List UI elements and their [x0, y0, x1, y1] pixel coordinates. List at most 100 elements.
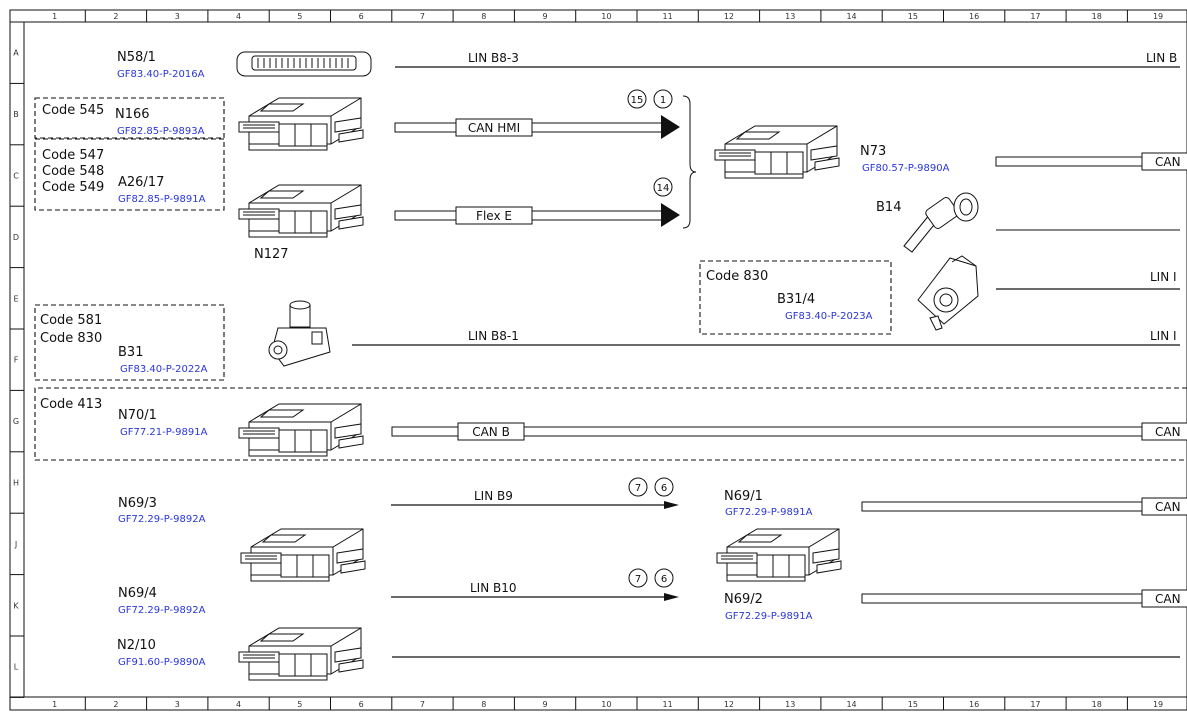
grid-frame — [9, 9, 1187, 711]
code-label: Code 581 — [40, 313, 102, 328]
grid-row-label: B — [13, 110, 19, 119]
bus-line-lin-b10 — [391, 593, 679, 601]
grid-column-label: 8 — [481, 12, 486, 21]
grid-column-label: 11 — [663, 700, 673, 709]
component-ref-link[interactable]: GF83.40-P-2022A — [120, 364, 208, 375]
code-label: Code 830 — [40, 331, 102, 346]
component-name: N69/3 — [118, 496, 157, 511]
bus-label: CAN — [1155, 592, 1181, 606]
component-ref-link[interactable]: GF77.21-P-9891A — [120, 427, 208, 438]
code-label: Code 545 — [42, 103, 104, 118]
component-name: N2/10 — [117, 638, 156, 653]
svg-text:15: 15 — [631, 95, 644, 106]
marker-6: 6 — [654, 568, 674, 588]
grid-row-label: L — [14, 663, 19, 672]
code-group-547-549 — [34, 138, 225, 211]
code-label: Code 547 — [42, 148, 104, 163]
component-name: N58/1 — [117, 50, 156, 65]
grid-column-label: 10 — [601, 12, 611, 21]
component-name: N73 — [860, 144, 886, 159]
bus-label: LIN I — [1150, 270, 1177, 284]
component-name: N70/1 — [118, 408, 157, 423]
grid-row-label: K — [13, 601, 19, 610]
bus-label: CAN — [1155, 500, 1181, 514]
grid-column-label: 1 — [52, 12, 57, 21]
grid-column-label: 3 — [175, 12, 180, 21]
grid-column-label: 5 — [297, 12, 302, 21]
bus-label: CAN — [1155, 425, 1181, 439]
bus-line-can-n73 — [995, 152, 1187, 171]
grid-column-label: 11 — [663, 12, 673, 21]
marker-6: 6 — [654, 477, 674, 497]
component-name: B31 — [118, 345, 143, 360]
component-ref-link[interactable]: GF72.29-P-9892A — [118, 605, 206, 616]
grid-column-label: 9 — [543, 700, 548, 709]
component-ref-link[interactable]: GF83.40-P-2016A — [117, 69, 205, 80]
svg-text:6: 6 — [661, 574, 667, 585]
grid-column-label: 8 — [481, 700, 486, 709]
grid-column-label: 6 — [359, 12, 364, 21]
code-label: Code 549 — [42, 180, 104, 195]
grid-column-label: 7 — [420, 700, 425, 709]
code-group-830-right — [699, 260, 892, 335]
component-name: N166 — [115, 107, 150, 122]
component-name: N127 — [254, 247, 289, 262]
component-name: B31/4 — [777, 292, 815, 307]
bus-line-flex-e — [394, 203, 680, 227]
bus-line-can-b — [391, 422, 1187, 441]
bus-label: LIN B9 — [474, 489, 513, 503]
svg-text:7: 7 — [635, 574, 641, 585]
grid-row-label: C — [13, 172, 19, 181]
grid-column-label: 4 — [236, 700, 241, 709]
component-ref-link[interactable]: GF91.60-P-9890A — [118, 657, 206, 668]
marker-7: 7 — [628, 568, 648, 588]
component-ref-link[interactable]: GF72.29-P-9892A — [118, 514, 206, 525]
component-name: B14 — [876, 200, 901, 215]
control-unit-n69-3-icon — [240, 528, 366, 582]
code-group-413 — [34, 387, 1187, 461]
component-ref-link[interactable]: GF72.29-P-9891A — [725, 507, 813, 518]
code-group-545 — [34, 97, 225, 139]
grid-column-label: 14 — [846, 12, 856, 21]
grid-column-markers: 1122334455667788991010111112121313141415… — [52, 10, 1163, 710]
control-unit-n70-1-icon — [238, 403, 364, 457]
code-label: Code 413 — [40, 397, 102, 412]
bus-line-lin-b9 — [391, 501, 679, 509]
grid-row-label: F — [14, 356, 19, 365]
bus-label: LIN B8-3 — [468, 51, 519, 65]
grid-column-label: 12 — [724, 700, 734, 709]
code-group-581-830 — [34, 304, 225, 381]
grid-column-label: 13 — [785, 700, 795, 709]
grid-column-label: 18 — [1092, 700, 1102, 709]
grid-row-label: E — [13, 294, 18, 303]
marker-14: 14 — [653, 177, 673, 197]
svg-text:6: 6 — [661, 483, 667, 494]
bus-label: LIN B10 — [470, 581, 517, 595]
bus-line-can-n69-2 — [861, 589, 1187, 608]
component-ref-link[interactable]: GF80.57-P-9890A — [862, 163, 950, 174]
svg-text:14: 14 — [657, 183, 670, 194]
grid-column-label: 3 — [175, 700, 180, 709]
control-unit-n73-icon — [714, 125, 840, 179]
component-ref-link[interactable]: GF83.40-P-2023A — [785, 311, 873, 322]
grid-column-label: 1 — [52, 700, 57, 709]
component-ref-link[interactable]: GF82.85-P-9891A — [118, 194, 206, 205]
bus-label: LIN B8-1 — [468, 329, 519, 343]
grid-column-label: 12 — [724, 12, 734, 21]
code-label: Code 548 — [42, 164, 104, 179]
bus-label: CAN — [1155, 155, 1181, 169]
grid-column-label: 2 — [113, 12, 118, 21]
bus-line-can-hmi — [394, 115, 680, 139]
grid-row-label: J — [14, 540, 17, 549]
marker-15: 15 — [627, 89, 647, 109]
merge-bracket — [682, 95, 697, 229]
bus-line-can-n69-1 — [861, 497, 1187, 516]
grid-column-label: 14 — [846, 700, 856, 709]
component-ref-link[interactable]: GF82.85-P-9893A — [117, 126, 205, 137]
grid-column-label: 13 — [785, 12, 795, 21]
grid-row-label: D — [13, 233, 19, 242]
component-ref-link[interactable]: GF72.29-P-9891A — [725, 611, 813, 622]
svg-text:1: 1 — [660, 95, 666, 106]
